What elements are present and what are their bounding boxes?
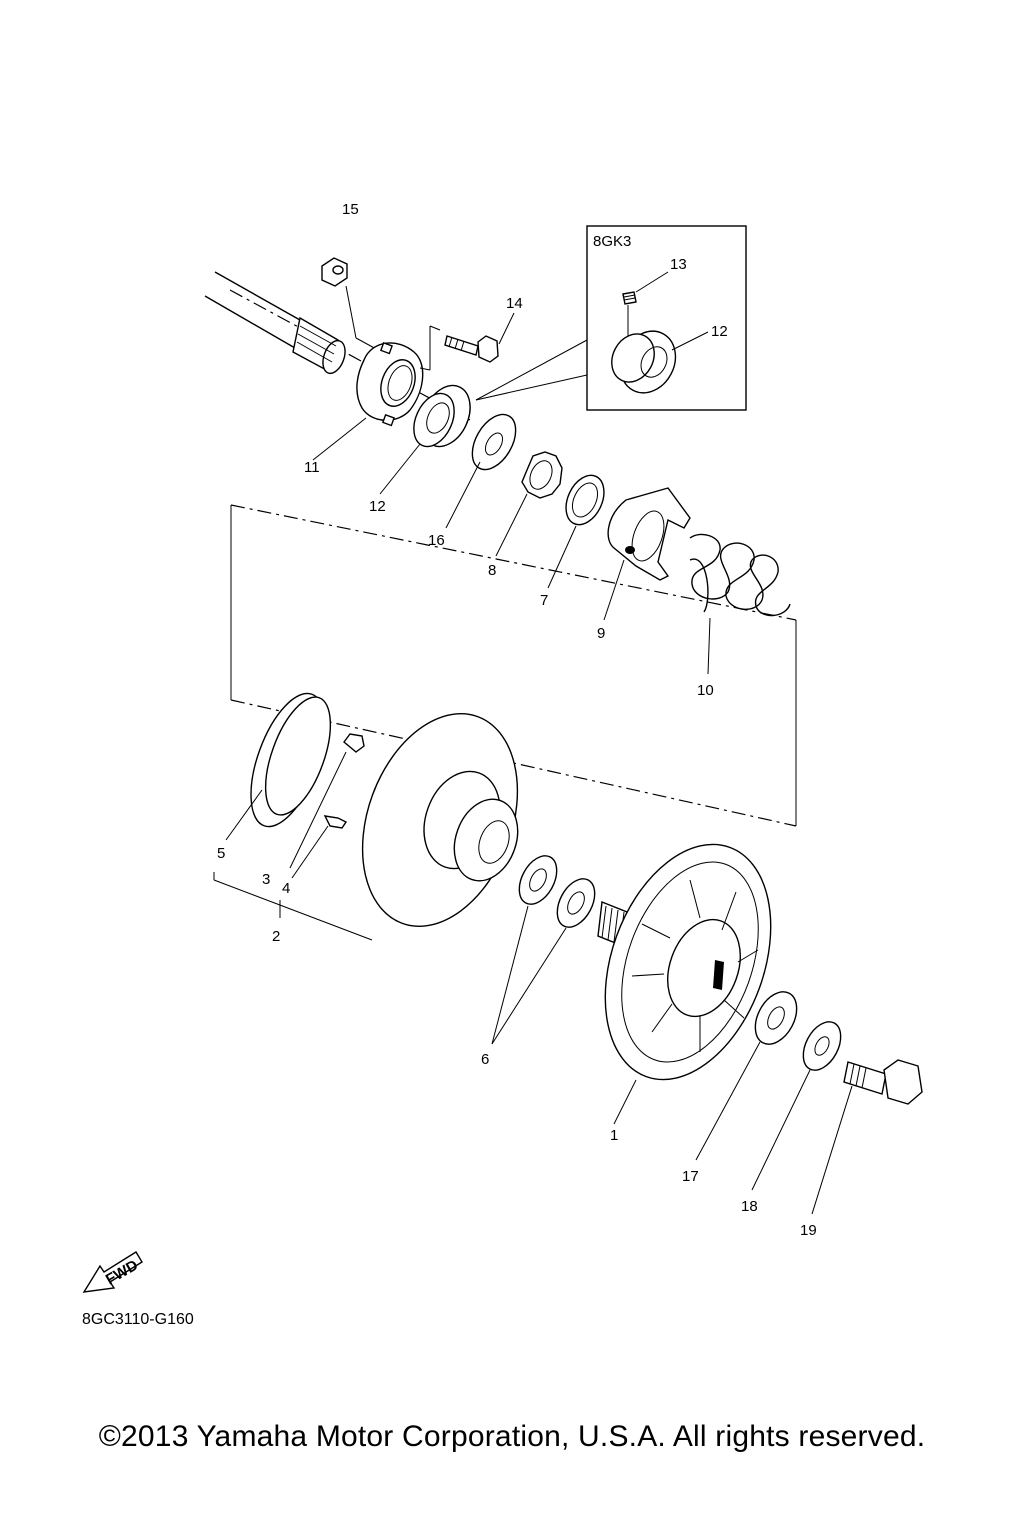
callout-2: 2 <box>272 928 280 945</box>
variant-callout-12: 12 <box>711 323 728 340</box>
bearing-housing-part-11 <box>312 341 424 461</box>
fixed-sheave-part-1 <box>597 843 772 1125</box>
callout-10: 10 <box>697 682 714 699</box>
nut-part-15 <box>321 257 379 351</box>
washers-part-6 <box>491 855 596 1045</box>
spring-seat-part-9 <box>603 487 691 621</box>
callout-17: 17 <box>682 1168 699 1185</box>
variant-box-label: 8GK3 <box>593 233 631 250</box>
callout-6: 6 <box>481 1051 489 1068</box>
screw-part-4 <box>291 815 348 879</box>
washer-part-16 <box>445 413 517 529</box>
copyright-notice: ©2013 Yamaha Motor Corporation, U.S.A. A… <box>98 1420 926 1453</box>
callout-15: 15 <box>342 201 359 218</box>
bearing-part-12 <box>379 384 471 495</box>
screw-part-3 <box>289 733 365 869</box>
sheave-part-2 <box>213 713 519 941</box>
spring-part-10 <box>689 533 791 675</box>
variant-callout-13: 13 <box>670 256 687 273</box>
washer-part-18 <box>751 1021 842 1191</box>
callout-16: 16 <box>428 532 445 549</box>
fwd-arrow-icon: FWD <box>82 1251 143 1293</box>
callout-18: 18 <box>741 1198 758 1215</box>
lock-washer-part-7 <box>547 474 605 589</box>
diagram-code: 8GC3110-G160 <box>82 1311 194 1328</box>
callout-4: 4 <box>282 880 290 897</box>
callout-3: 3 <box>262 871 270 888</box>
callout-11: 11 <box>304 459 320 476</box>
callout-5: 5 <box>217 845 225 862</box>
callout-9: 9 <box>597 625 605 642</box>
bolt-part-19 <box>811 1059 923 1215</box>
callout-14: 14 <box>506 295 523 312</box>
callout-1: 1 <box>610 1127 618 1144</box>
callout-12: 12 <box>369 498 386 515</box>
ring-part-5 <box>225 692 332 841</box>
washer-part-17 <box>695 991 798 1161</box>
callout-labels: 15 14 11 12 16 8 7 9 10 5 3 4 2 6 1 17 1… <box>217 201 817 1239</box>
ring-nut-part-8 <box>495 451 563 557</box>
callout-7: 7 <box>540 592 548 609</box>
callout-19: 19 <box>800 1222 817 1239</box>
variant-box-8gk3 <box>475 225 747 411</box>
callout-8: 8 <box>488 562 496 579</box>
bolt-part-14 <box>419 312 515 371</box>
